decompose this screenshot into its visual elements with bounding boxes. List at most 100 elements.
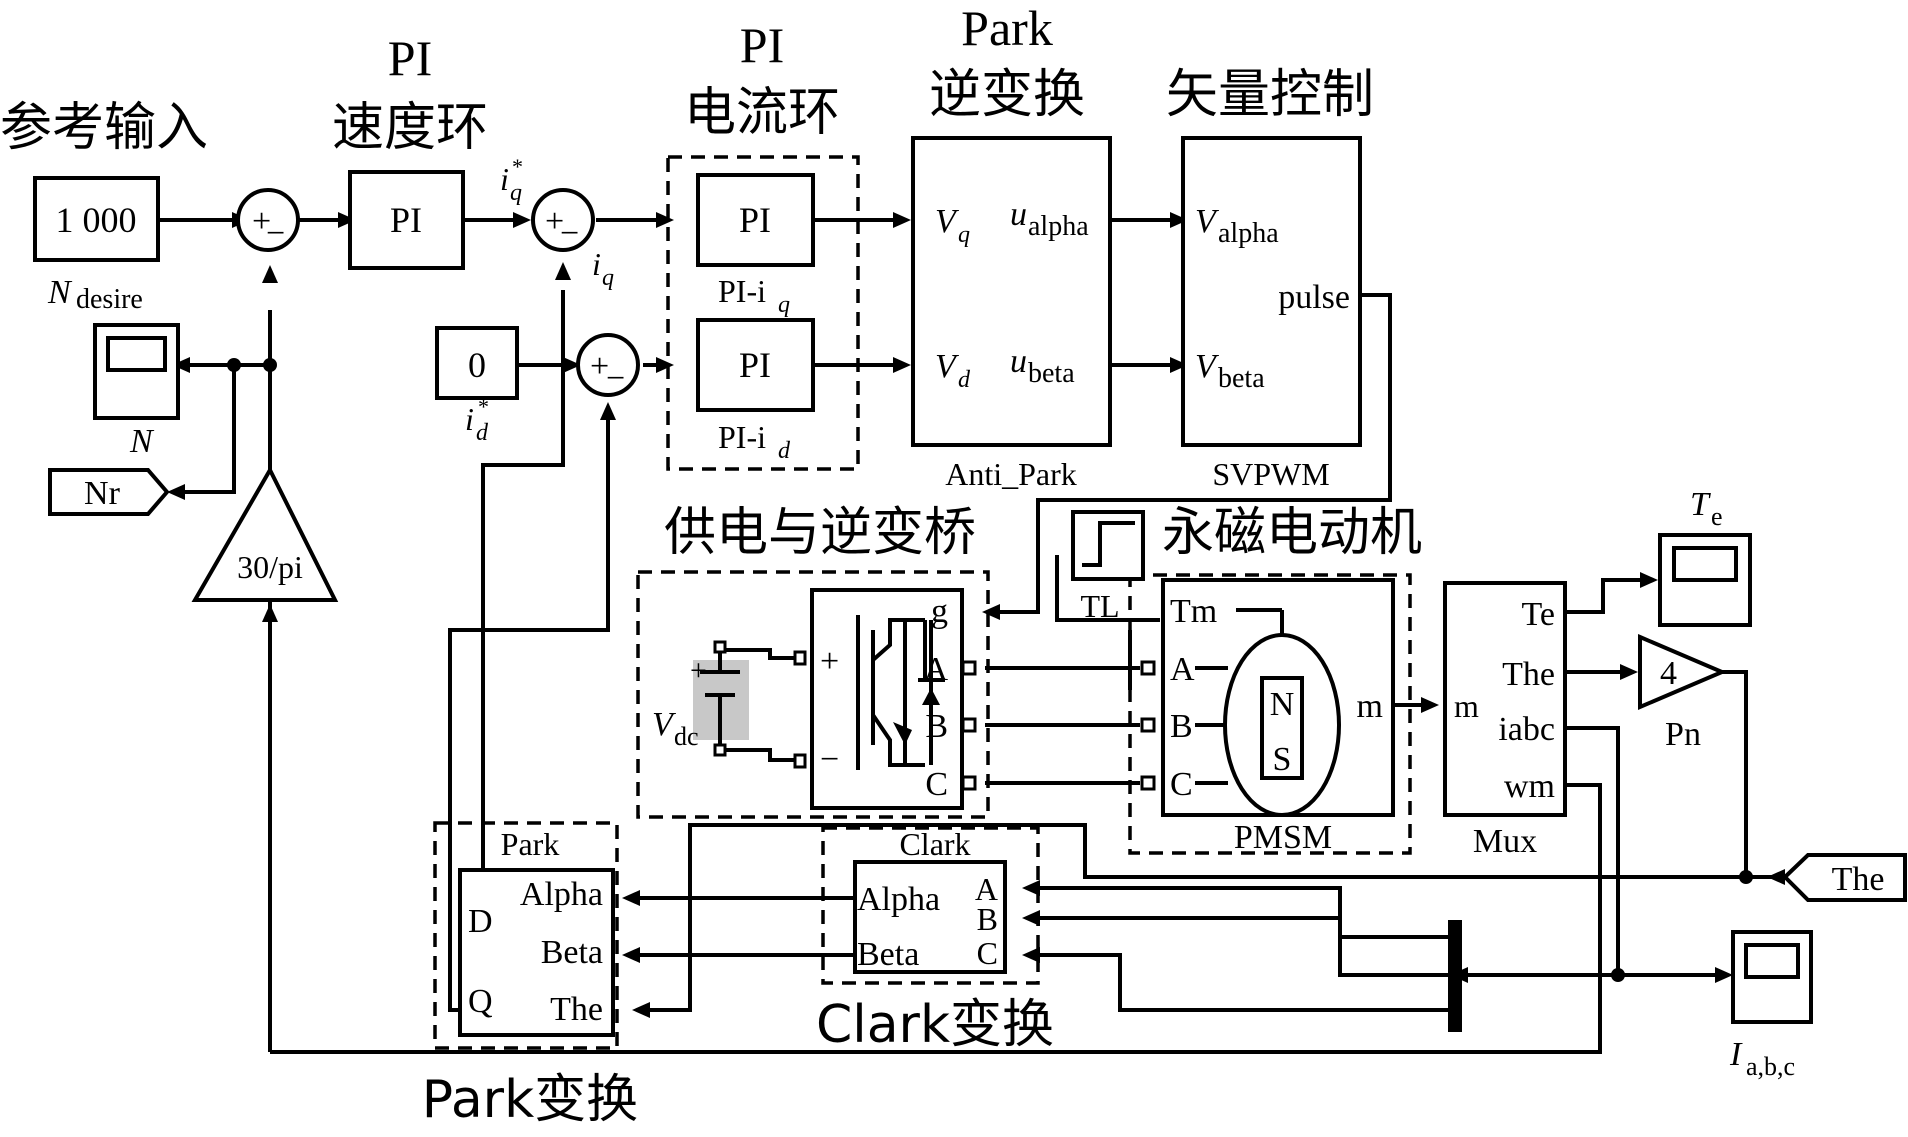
svg-text:i: i: [500, 161, 509, 197]
park-the: The: [550, 991, 603, 1028]
inverter-a: A: [923, 651, 948, 688]
inverter-plus: +: [820, 643, 839, 680]
clark-name: Clark: [899, 826, 970, 862]
svg-text:*: *: [512, 154, 523, 179]
park-group: [433, 821, 619, 1050]
pmsm-a: A: [1170, 651, 1195, 688]
svg-text:i: i: [592, 246, 601, 282]
heading-pi-speed-1: PI: [388, 30, 432, 86]
heading-pi-current-2: 电流环: [684, 83, 840, 143]
svg-text:d: d: [476, 420, 489, 446]
heading-inverter: 供电与逆变桥: [664, 503, 976, 563]
constant-id-ref[interactable]: [435, 326, 519, 400]
anti-park-block[interactable]: [911, 136, 1112, 447]
svg-text:i: i: [465, 401, 474, 437]
pi-speed-block[interactable]: [348, 170, 465, 270]
svpwm-vbeta-sub: beta: [1218, 363, 1265, 394]
scope-icon: [106, 336, 167, 372]
svg-text:−: −: [560, 215, 579, 252]
anti-park-vq-sub: q: [958, 222, 970, 248]
junction-dot: [1739, 870, 1753, 884]
scope-icon: [1744, 943, 1800, 979]
svpwm-valpha-sub: alpha: [1218, 218, 1279, 249]
port: [961, 660, 977, 676]
constant-n-value: 1 000: [56, 200, 137, 240]
park-alpha: Alpha: [520, 876, 603, 913]
constant-n-desire[interactable]: [33, 176, 160, 262]
signal-id-star: i d *: [465, 394, 489, 446]
magnet-n: N: [1270, 686, 1295, 723]
step-icon: [1082, 521, 1135, 567]
svg-text:−: −: [266, 215, 285, 252]
pi-iq-block[interactable]: [696, 173, 815, 267]
igbt-icon: [856, 615, 945, 770]
gain-pn[interactable]: [1638, 633, 1728, 711]
step-tl-label: TL: [1080, 588, 1119, 624]
mux-m: m: [1454, 688, 1479, 724]
pi-id-caption: PI-i: [718, 419, 766, 455]
mux-name: Mux: [1473, 823, 1537, 860]
clark-block[interactable]: [853, 860, 1007, 974]
inverter-g: g: [931, 593, 948, 630]
mux-wm: wm: [1504, 768, 1555, 805]
motor-group: [1128, 573, 1412, 855]
heading-pi-current-1: PI: [740, 17, 784, 73]
anti-park-ualpha-sub: alpha: [1028, 211, 1089, 242]
goto-the[interactable]: [1782, 853, 1907, 902]
anti-park-name: Anti_Park: [945, 456, 1077, 492]
port: [1140, 717, 1156, 733]
park-beta: Beta: [541, 934, 603, 971]
junction-dot: [263, 358, 277, 372]
dc-source: + V dc: [652, 640, 749, 757]
heading-pi-speed-2: 速度环: [332, 98, 488, 158]
pi-iq-caption-sub: q: [778, 292, 790, 318]
park-block[interactable]: [458, 868, 615, 1037]
mux-iabc: iabc: [1498, 711, 1555, 748]
park-name: Park: [501, 826, 560, 862]
mux-block[interactable]: [1443, 581, 1567, 817]
heading-park-inv-2: 逆变换: [929, 65, 1085, 125]
svg-text:q: q: [602, 265, 614, 291]
sum-speed: + −: [236, 188, 300, 252]
pi-iq-label: PI: [739, 200, 771, 240]
inverter-block[interactable]: [810, 588, 964, 810]
pi-id-block[interactable]: [696, 318, 815, 412]
scope-te-label: T: [1690, 486, 1711, 523]
inverter-group: [636, 570, 990, 819]
goto-nr[interactable]: [48, 468, 170, 516]
svpwm-block[interactable]: [1181, 136, 1362, 447]
anti-park-vd-sub: d: [958, 367, 971, 393]
park-d: D: [468, 903, 493, 940]
junction-dot: [227, 358, 241, 372]
goto-the-label: The: [1832, 861, 1885, 898]
clark-alpha: Alpha: [857, 881, 940, 918]
pi-id-caption-sub: d: [778, 438, 791, 464]
goto-nr-label: Nr: [84, 475, 121, 512]
port: [961, 717, 977, 733]
port: [1140, 775, 1156, 791]
clark-a: A: [975, 871, 998, 907]
clark-beta: Beta: [857, 936, 919, 973]
heading-park-inv-1: Park: [961, 0, 1053, 56]
gain-30-pi-label: 30/pi: [237, 549, 303, 585]
svg-text:+: +: [690, 654, 707, 687]
pi-id-label: PI: [739, 345, 771, 385]
svg-text:+: +: [590, 348, 609, 385]
svg-text:−: −: [606, 360, 625, 397]
constant-id-value: 0: [468, 345, 486, 385]
svg-text:*: *: [478, 394, 489, 419]
svg-text:q: q: [510, 180, 522, 206]
svg-text:+: +: [545, 203, 564, 240]
pi-speed-label: PI: [390, 200, 422, 240]
svpwm-pulse: pulse: [1278, 279, 1350, 316]
mux-the: The: [1502, 656, 1555, 693]
signal-iq-star: i q *: [500, 154, 523, 206]
inverter-c: C: [925, 766, 948, 803]
gain-30-pi[interactable]: [191, 465, 339, 602]
heading-park-transform: Park变换: [422, 1070, 638, 1130]
port: [793, 753, 807, 769]
magnet-s: S: [1273, 741, 1292, 778]
heading-ref-input: 参考输入: [0, 98, 208, 158]
pmsm-m: m: [1357, 688, 1383, 725]
